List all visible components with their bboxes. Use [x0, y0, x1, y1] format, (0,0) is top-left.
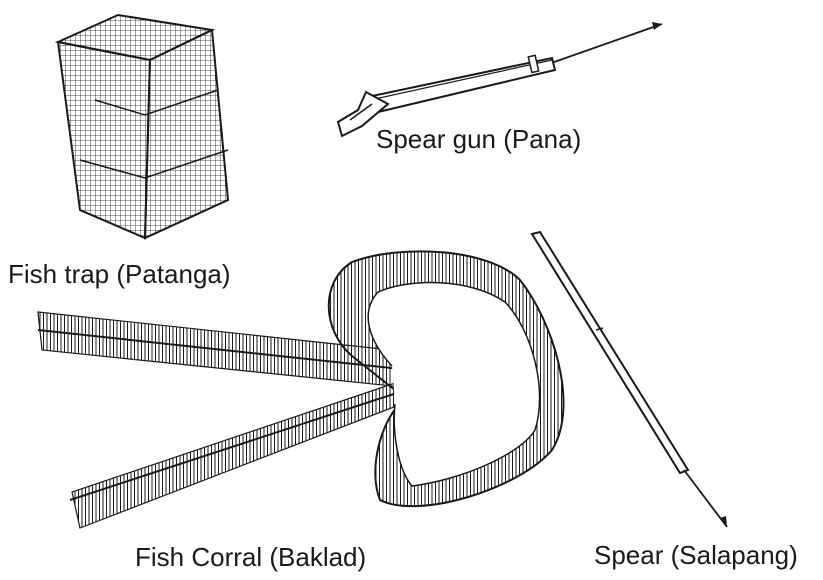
fish-trap-label: Fish trap (Patanga)	[8, 261, 231, 287]
spear-label: Spear (Salapang)	[594, 542, 798, 568]
spear-gun-drawing	[338, 22, 662, 136]
fish-corral-drawing	[38, 251, 563, 528]
spear-gun-label: Spear gun (Pana)	[376, 126, 581, 152]
fish-trap-drawing	[58, 15, 228, 238]
fish-corral-label: Fish Corral (Baklad)	[135, 544, 366, 570]
